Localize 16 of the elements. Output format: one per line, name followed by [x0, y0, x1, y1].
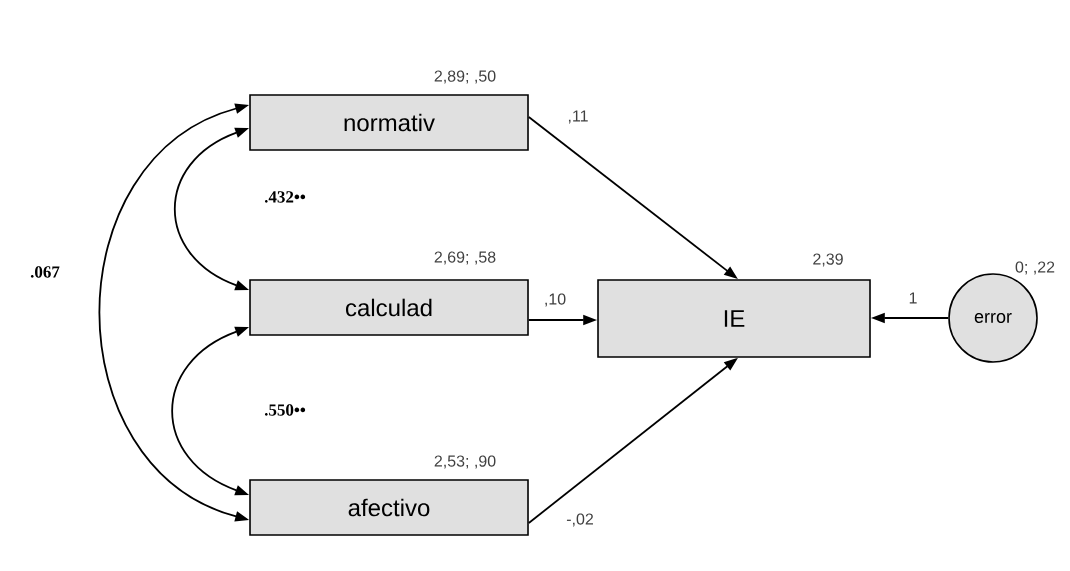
edge-label: .550•• [264, 404, 306, 416]
edge-label: 1 [909, 292, 917, 304]
variable-box: normativ [249, 94, 529, 151]
edge-label: .067 [30, 266, 60, 278]
variable-box: calculad [249, 279, 529, 336]
estimate-label: 2,89; ,50 [434, 70, 496, 84]
edge-label: .432•• [264, 191, 306, 203]
estimate-label: 2,69; ,58 [434, 251, 496, 265]
estimate-label: 0; ,22 [1015, 261, 1055, 275]
estimate-label: 2,53; ,90 [434, 455, 496, 469]
variable-box: IE [597, 279, 871, 358]
estimate-label: 2,39 [813, 253, 843, 267]
variable-box: afectivo [249, 479, 529, 536]
edge-label: ,10 [545, 293, 566, 307]
edge-label: ,11 [568, 110, 588, 124]
edge-label: -,02 [566, 513, 593, 527]
